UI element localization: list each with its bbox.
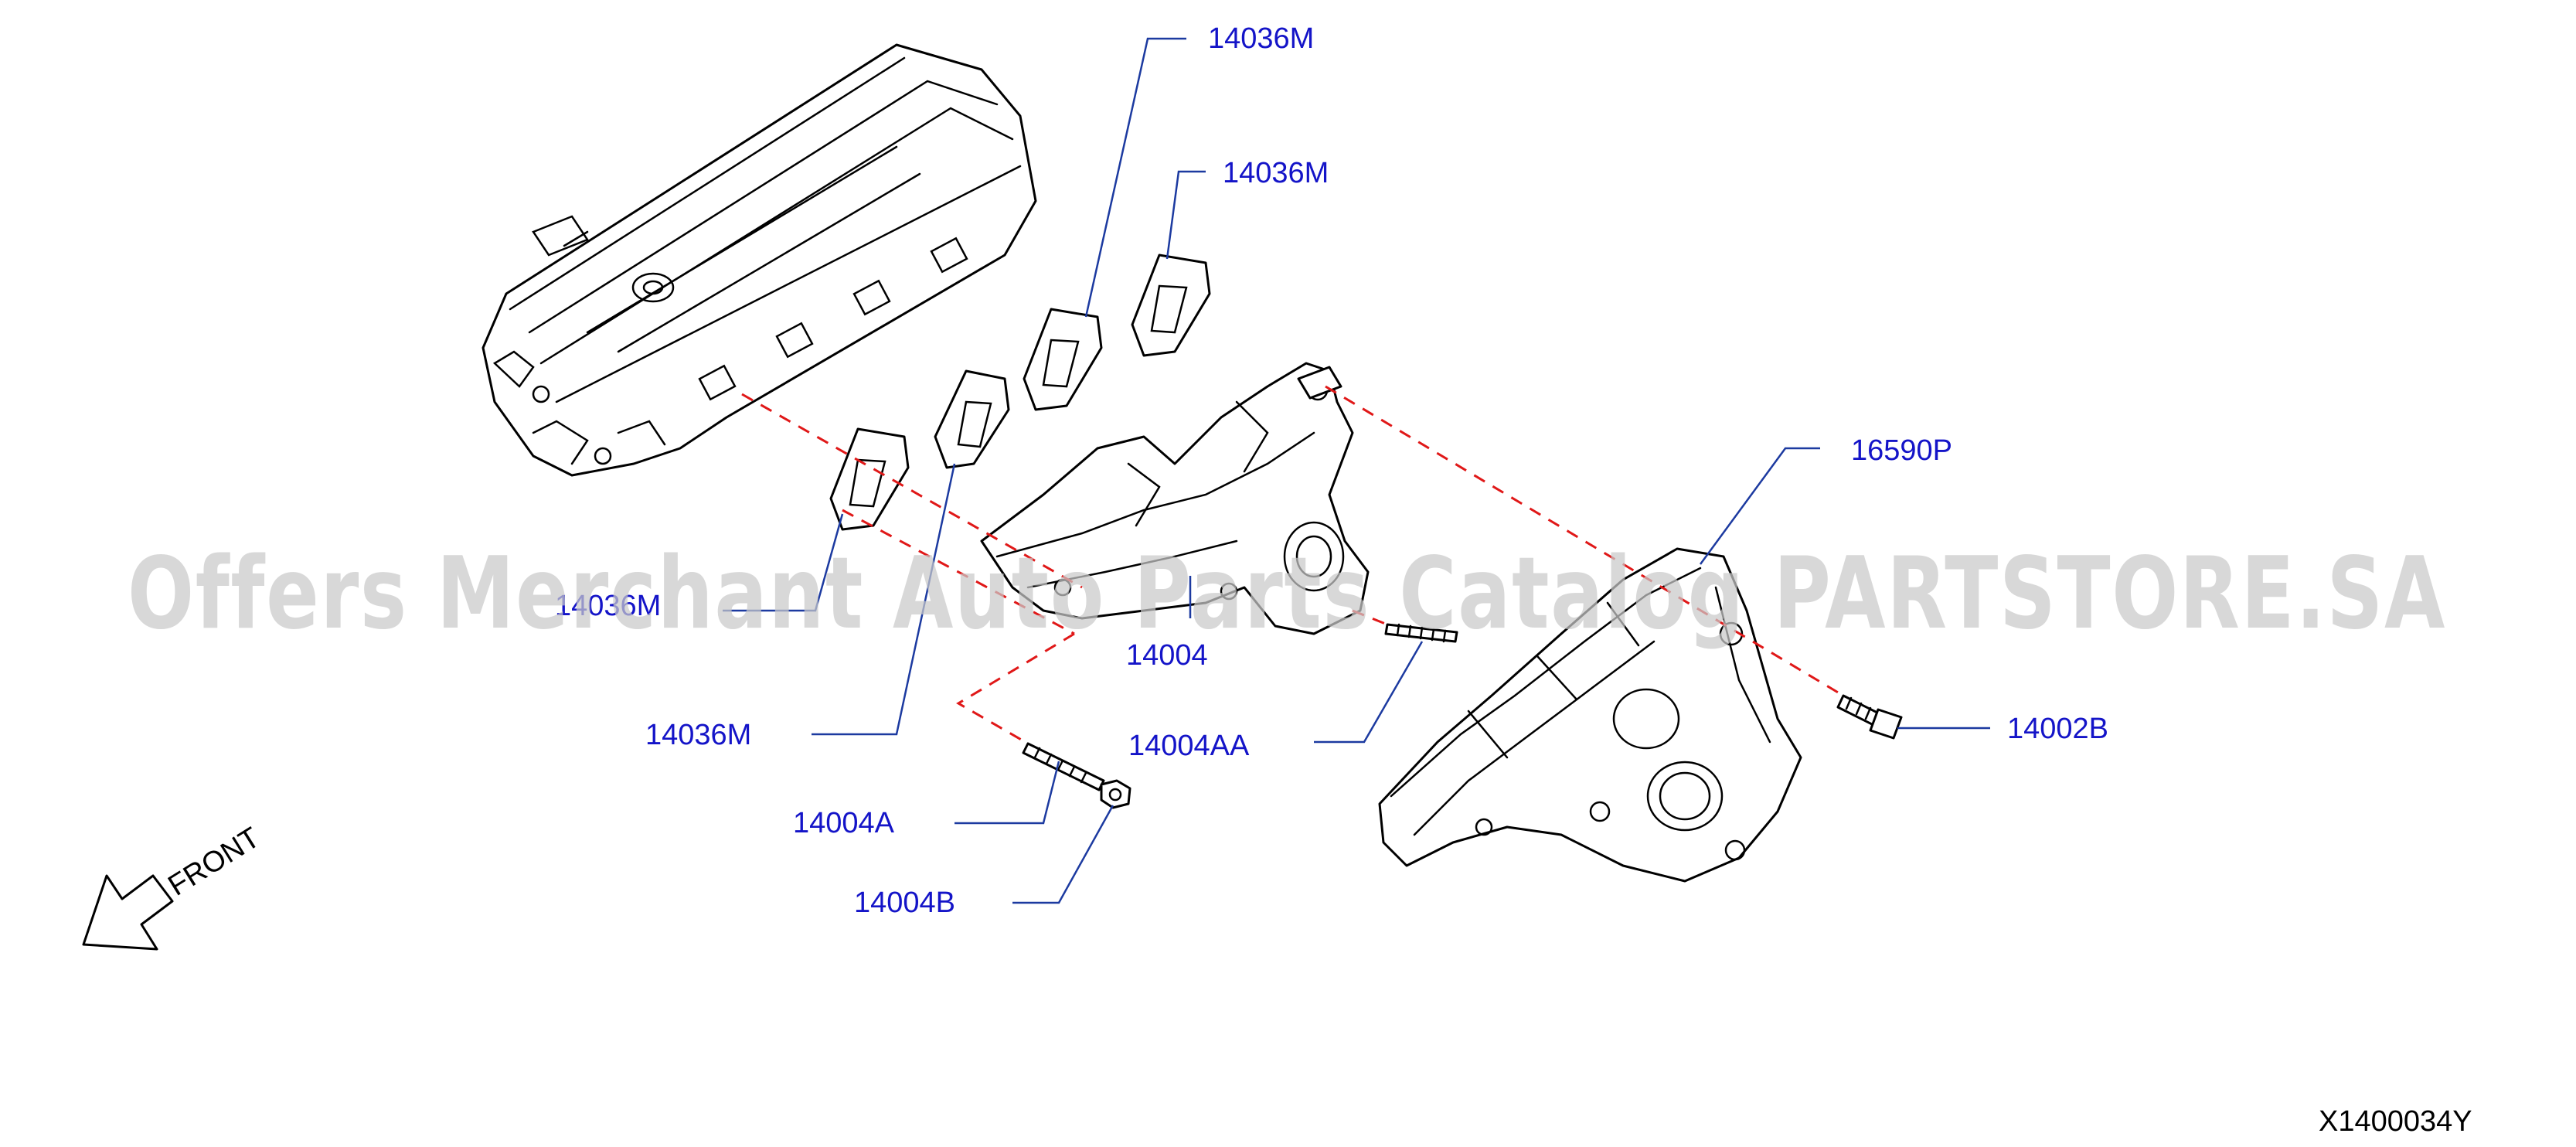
cylinder-head xyxy=(482,43,1037,477)
gasket-2 xyxy=(1023,308,1103,411)
leader-lines xyxy=(723,37,1990,904)
nut xyxy=(1100,779,1131,809)
label-16590p: 16590P xyxy=(1851,434,1952,467)
gasket-4 xyxy=(829,427,910,531)
label-14004b: 14004B xyxy=(854,887,955,919)
label-14036m-lower: 14036M xyxy=(645,719,751,751)
label-14036m-left: 14036M xyxy=(555,590,661,622)
stud-small xyxy=(1384,623,1458,643)
watermark: Offers Merchant Auto Parts Catalog PARTS… xyxy=(128,536,2446,652)
bolt xyxy=(1836,694,1903,740)
label-14036m-top-2: 14036M xyxy=(1223,157,1329,189)
front-label: FRONT xyxy=(163,822,266,903)
stud xyxy=(1022,742,1105,791)
front-arrow: FRONT xyxy=(82,822,266,951)
gasket-3 xyxy=(934,369,1010,469)
label-14036m-top-1: 14036M xyxy=(1208,22,1314,55)
assembly-lines xyxy=(741,385,1844,745)
label-14004a: 14004A xyxy=(793,807,895,839)
label-14004aa: 14004AA xyxy=(1128,730,1250,762)
label-14002b: 14002B xyxy=(2007,713,2108,745)
drawing-id: X1400034Y xyxy=(2319,1105,2472,1138)
gasket-1 xyxy=(1131,254,1211,357)
label-14004: 14004 xyxy=(1126,639,1208,672)
heat-insulator xyxy=(1378,547,1802,883)
